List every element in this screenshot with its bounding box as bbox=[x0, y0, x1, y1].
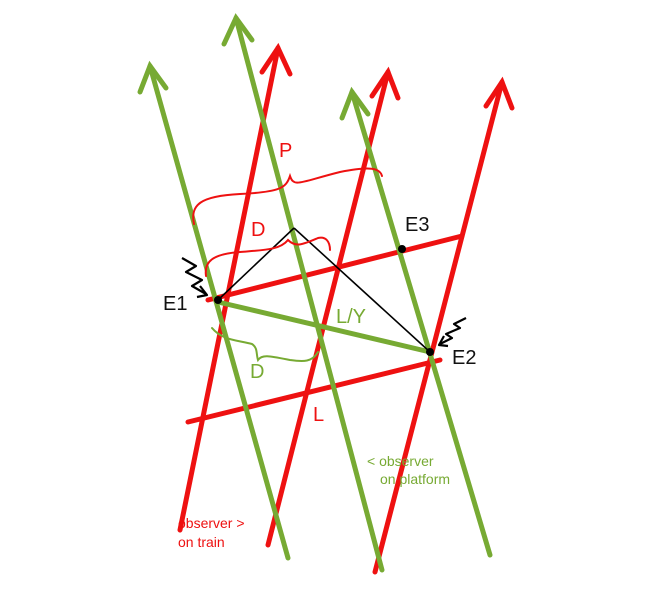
label-E3: E3 bbox=[405, 214, 429, 236]
label-E2: E2 bbox=[452, 347, 476, 369]
label-observer-train-1: observer > bbox=[178, 515, 245, 531]
label-D-top: D bbox=[251, 219, 265, 241]
label-P: P bbox=[279, 140, 292, 162]
green-arrowhead-2 bbox=[221, 13, 255, 47]
label-L-over-gamma: L/Y bbox=[336, 306, 366, 328]
red-arrowhead-1 bbox=[259, 42, 293, 77]
event-E3-dot bbox=[398, 245, 406, 253]
label-observer-platform-1: < observer bbox=[367, 453, 434, 469]
label-D-bottom: D bbox=[250, 361, 264, 383]
event-E1-dot bbox=[214, 296, 222, 304]
lightning-bolt-icon bbox=[181, 257, 209, 299]
green-arrowhead-3 bbox=[339, 86, 371, 121]
green-arrowhead-1 bbox=[137, 60, 169, 95]
event-E2-dot bbox=[426, 348, 434, 356]
brace-D-top bbox=[204, 236, 331, 277]
brace-P bbox=[192, 167, 383, 225]
light-rays bbox=[217, 227, 431, 353]
green-simultaneity bbox=[215, 299, 433, 355]
light-ray-left bbox=[217, 227, 295, 301]
red-worldline-3 bbox=[372, 79, 505, 575]
braces bbox=[192, 167, 383, 363]
red-arrowhead-2 bbox=[369, 66, 401, 101]
labels: P D E3 E1 L/Y E2 D L < observer on platf… bbox=[163, 140, 476, 550]
red-simultaneity-upper bbox=[205, 233, 465, 303]
brace-D-bottom bbox=[211, 327, 319, 363]
lightning-bolt-icon bbox=[437, 317, 467, 348]
red-arrowhead-3 bbox=[483, 76, 515, 111]
label-observer-platform-2: on platform bbox=[380, 471, 450, 487]
label-observer-train-2: on train bbox=[178, 534, 225, 550]
label-E1: E1 bbox=[163, 293, 187, 315]
green-worldline-2 bbox=[233, 15, 385, 573]
red-simultaneity-lower bbox=[185, 357, 443, 425]
events bbox=[214, 245, 434, 356]
label-L: L bbox=[313, 404, 324, 426]
green-worldline-1 bbox=[147, 63, 291, 561]
light-ray-right bbox=[293, 227, 431, 353]
green-worldlines bbox=[137, 13, 493, 573]
